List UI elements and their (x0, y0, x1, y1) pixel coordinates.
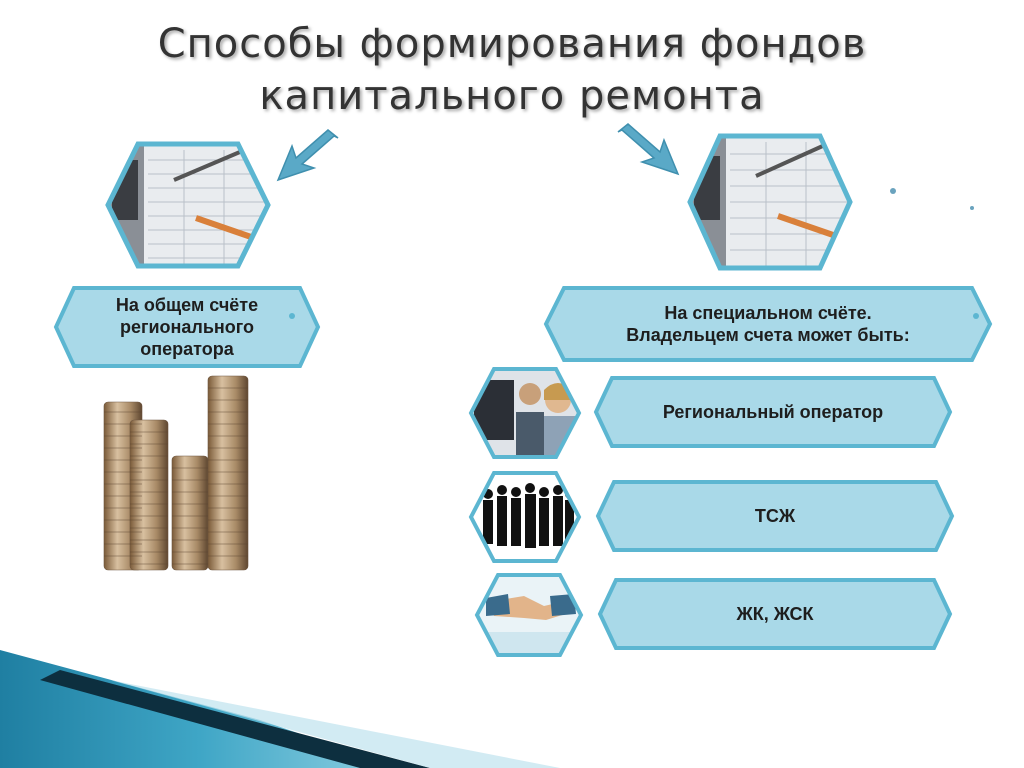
common-account-line-3: оператора (140, 339, 234, 359)
decorative-dot (970, 206, 974, 210)
page-title: Способы формирования фондов капитального… (0, 18, 1024, 122)
title-line-2: капитального ремонта (259, 73, 765, 119)
special-account-line-2: Владельцем счета может быть: (626, 325, 910, 345)
documents-pencil-image (104, 140, 272, 270)
business-people-icon (468, 470, 582, 564)
owner-housing-coop-box: ЖК, ЖСК (596, 576, 954, 652)
common-account-line-2: регионального (119, 317, 255, 337)
arrow-right-down-icon (617, 123, 680, 176)
common-account-box: На общем счёте регионального оператора (52, 284, 322, 370)
owner-label: Региональный оператор (662, 402, 884, 422)
decorative-wave-band (0, 650, 560, 768)
coin-stacks-image (96, 372, 266, 572)
owner-label: ТСЖ (754, 506, 796, 526)
special-account-box: На специальном счёте. Владельцем счета м… (542, 284, 994, 364)
documents-pencil-image (686, 132, 854, 272)
handshake-icon (474, 572, 584, 658)
arrow-left-down-icon (276, 129, 339, 182)
call-center-operator-icon (468, 366, 582, 460)
owner-label: ЖК, ЖСК (736, 604, 814, 624)
decorative-dot (890, 188, 896, 194)
common-account-line-1: На общем счёте (115, 295, 259, 315)
title-line-1: Способы формирования фондов (157, 21, 867, 67)
owner-regional-operator-box: Региональный оператор (592, 374, 954, 450)
special-account-line-1: На специальном счёте. (664, 303, 872, 323)
owner-hoa-box: ТСЖ (594, 478, 956, 554)
